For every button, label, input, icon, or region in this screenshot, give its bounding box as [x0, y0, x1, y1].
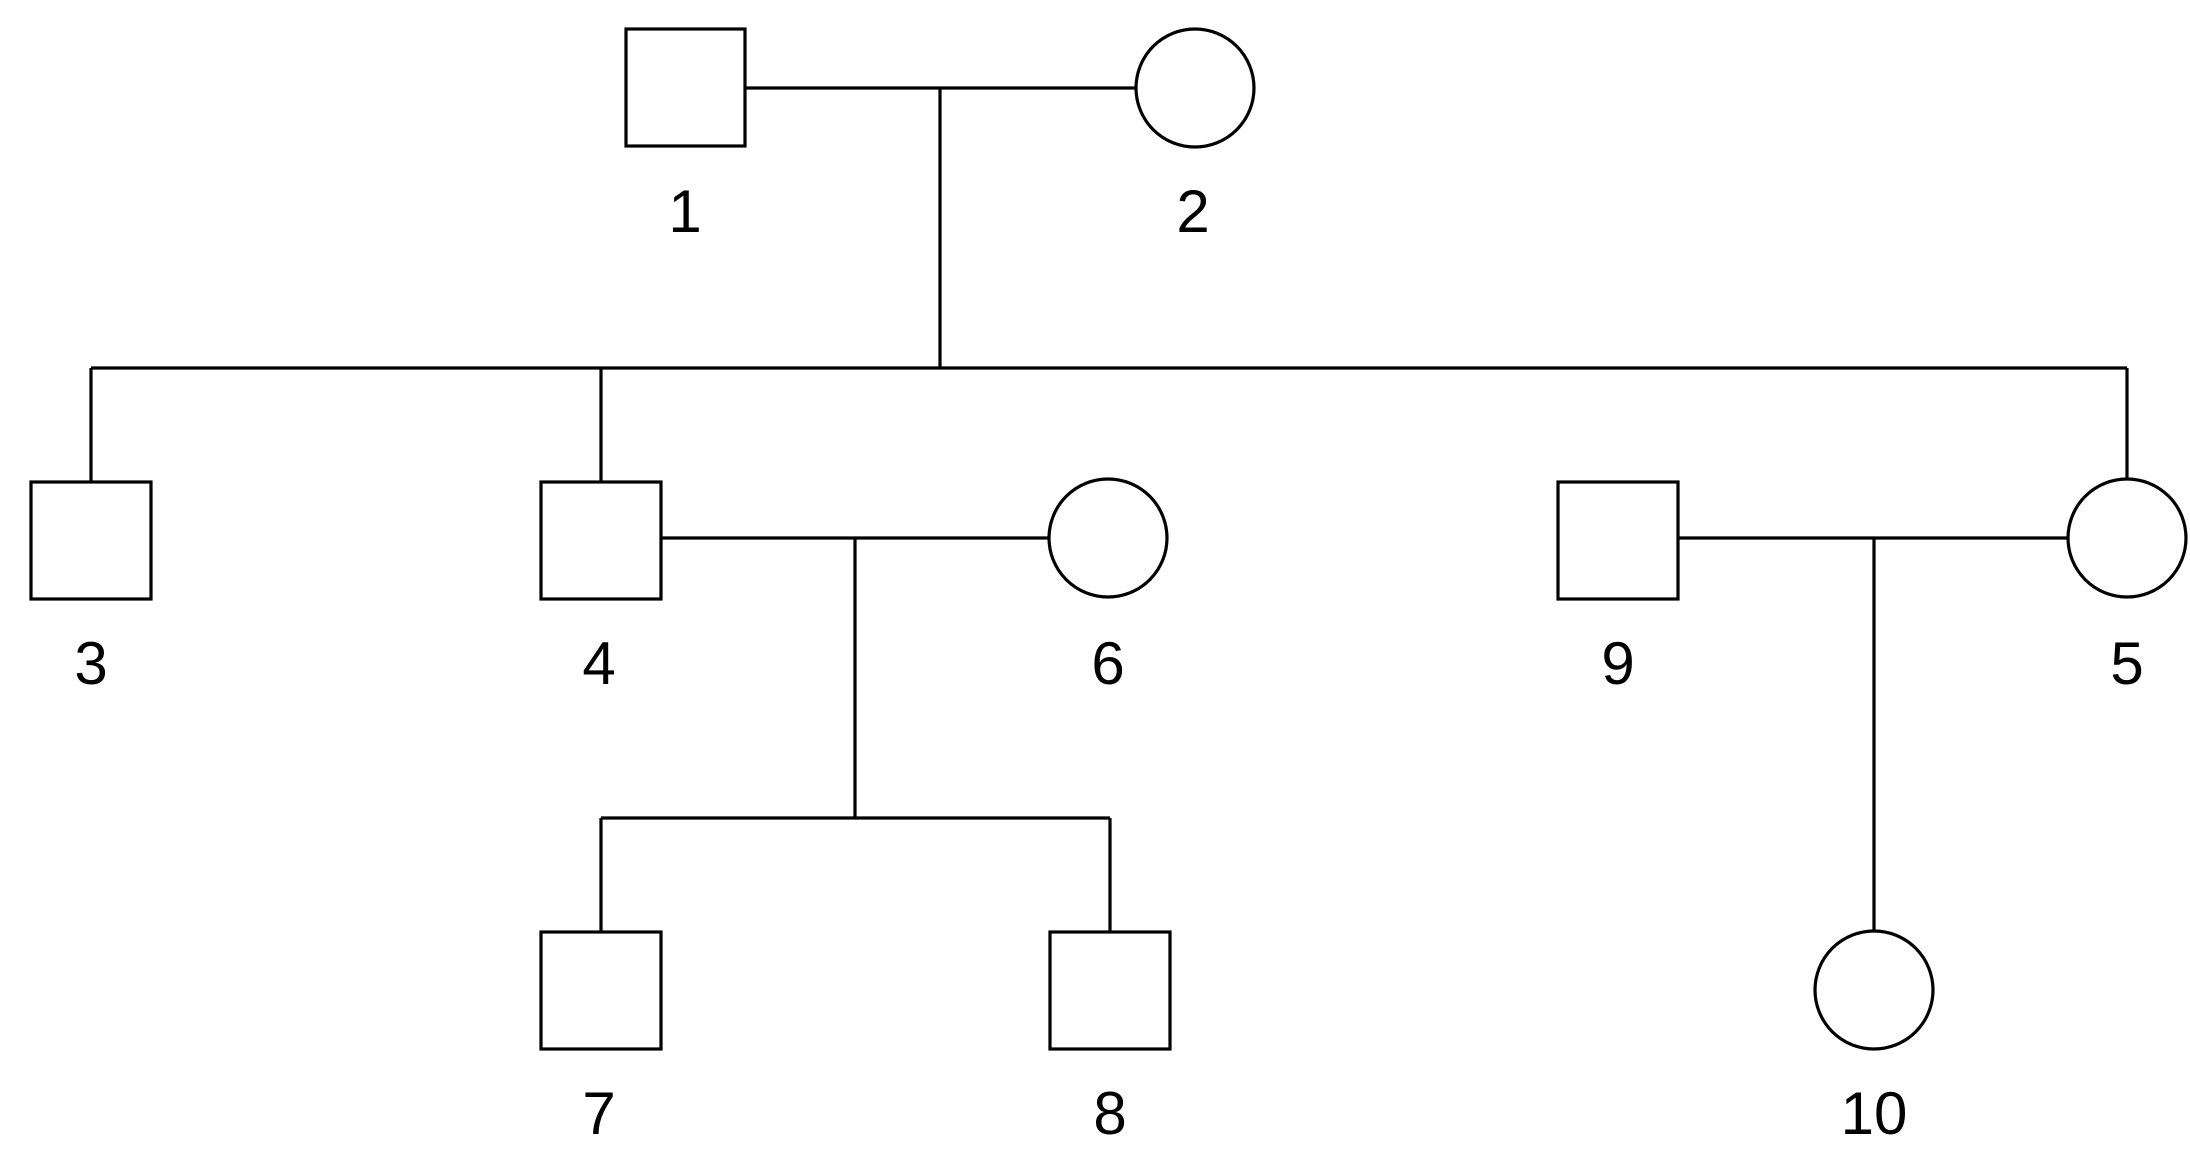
female-circle-symbol [1047, 477, 1169, 599]
individual-label: 5 [2110, 630, 2143, 697]
individual-label: 9 [1601, 630, 1634, 697]
male-square-symbol [29, 480, 153, 601]
individual-label: 2 [1176, 178, 1209, 245]
individual-label: 4 [582, 630, 615, 697]
female-circle-symbol [1134, 27, 1256, 149]
individual-label: 3 [74, 630, 107, 697]
individual-10: 10 [1813, 929, 1935, 1147]
female-circle-symbol [2066, 477, 2188, 599]
individual-label: 1 [668, 178, 701, 245]
individual-8: 8 [1048, 930, 1172, 1147]
individual-1: 1 [624, 27, 747, 245]
male-square-symbol [1048, 930, 1172, 1051]
male-square-symbol [539, 480, 663, 601]
individual-2: 2 [1134, 27, 1256, 245]
individual-label: 10 [1841, 1080, 1908, 1147]
individual-4: 4 [539, 480, 663, 697]
individual-5: 5 [2066, 477, 2188, 697]
pedigree-lines [89, 86, 2129, 932]
individual-label: 7 [582, 1080, 615, 1147]
individual-6: 6 [1047, 477, 1169, 697]
male-square-symbol [1556, 480, 1680, 601]
individual-7: 7 [539, 930, 663, 1147]
individual-3: 3 [29, 480, 153, 697]
female-circle-symbol [1813, 929, 1935, 1051]
male-square-symbol [624, 27, 747, 148]
individual-9: 9 [1556, 480, 1680, 697]
individual-label: 8 [1093, 1080, 1126, 1147]
individual-label: 6 [1091, 630, 1124, 697]
male-square-symbol [539, 930, 663, 1051]
